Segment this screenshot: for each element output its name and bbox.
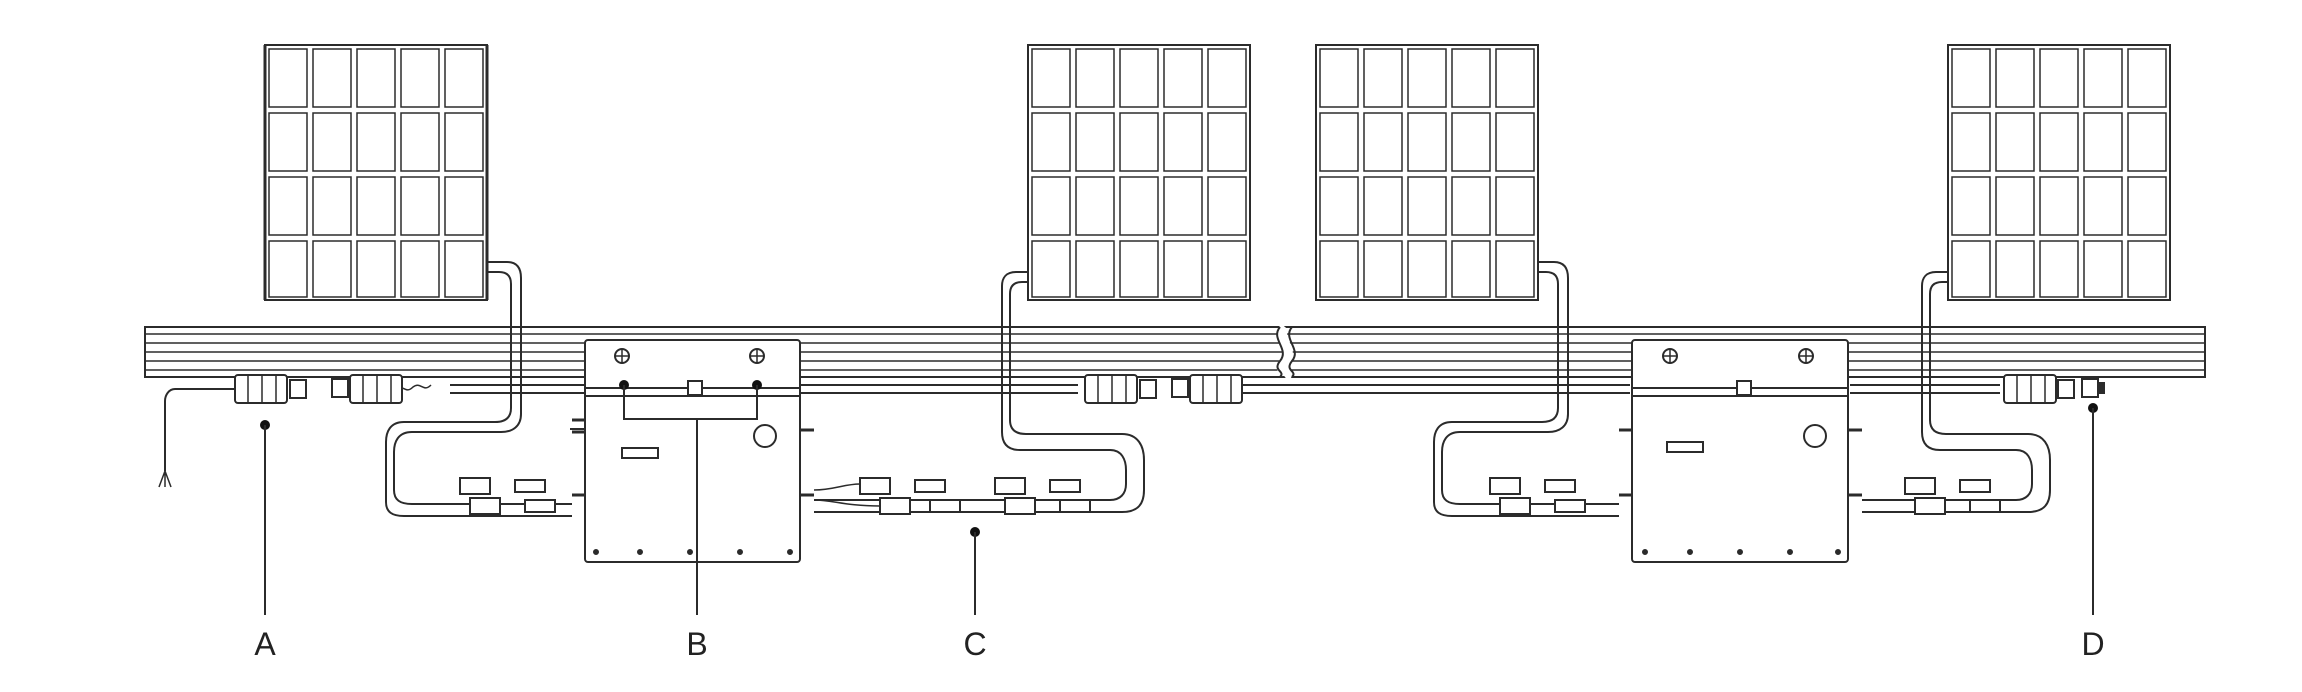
callout-leader-c: [970, 527, 980, 615]
microinverter-2: [1619, 339, 1862, 563]
dc-connector-group-1: [459, 477, 556, 515]
mounting-rail: [144, 323, 2206, 381]
pv-module-4: [1947, 44, 2171, 301]
trunk-connector-pair-1: [1084, 374, 1243, 404]
callout-leader-b: [619, 380, 762, 615]
callout-leader-d: [2088, 403, 2098, 615]
connector-a: [158, 374, 307, 488]
callout-label-c: C: [963, 626, 986, 662]
callout-label-a: A: [254, 626, 276, 662]
pv-module-3: [1315, 44, 1539, 301]
dc-connector-group-3: [1904, 477, 2001, 515]
microinverter-1: [572, 339, 814, 563]
dc-connector-group-c: [813, 477, 1091, 515]
callout-label-d: D: [2081, 626, 2104, 662]
pv-module-2: [1027, 44, 1251, 301]
connector-d: [2003, 374, 2105, 404]
pv-module-1: [263, 44, 489, 301]
callout-leader-a: [260, 420, 270, 615]
dc-connector-group-2: [1489, 477, 1586, 515]
dc-leads: [385, 261, 2051, 517]
callout-label-b: B: [686, 626, 707, 662]
cable-end-connector: [331, 374, 403, 404]
